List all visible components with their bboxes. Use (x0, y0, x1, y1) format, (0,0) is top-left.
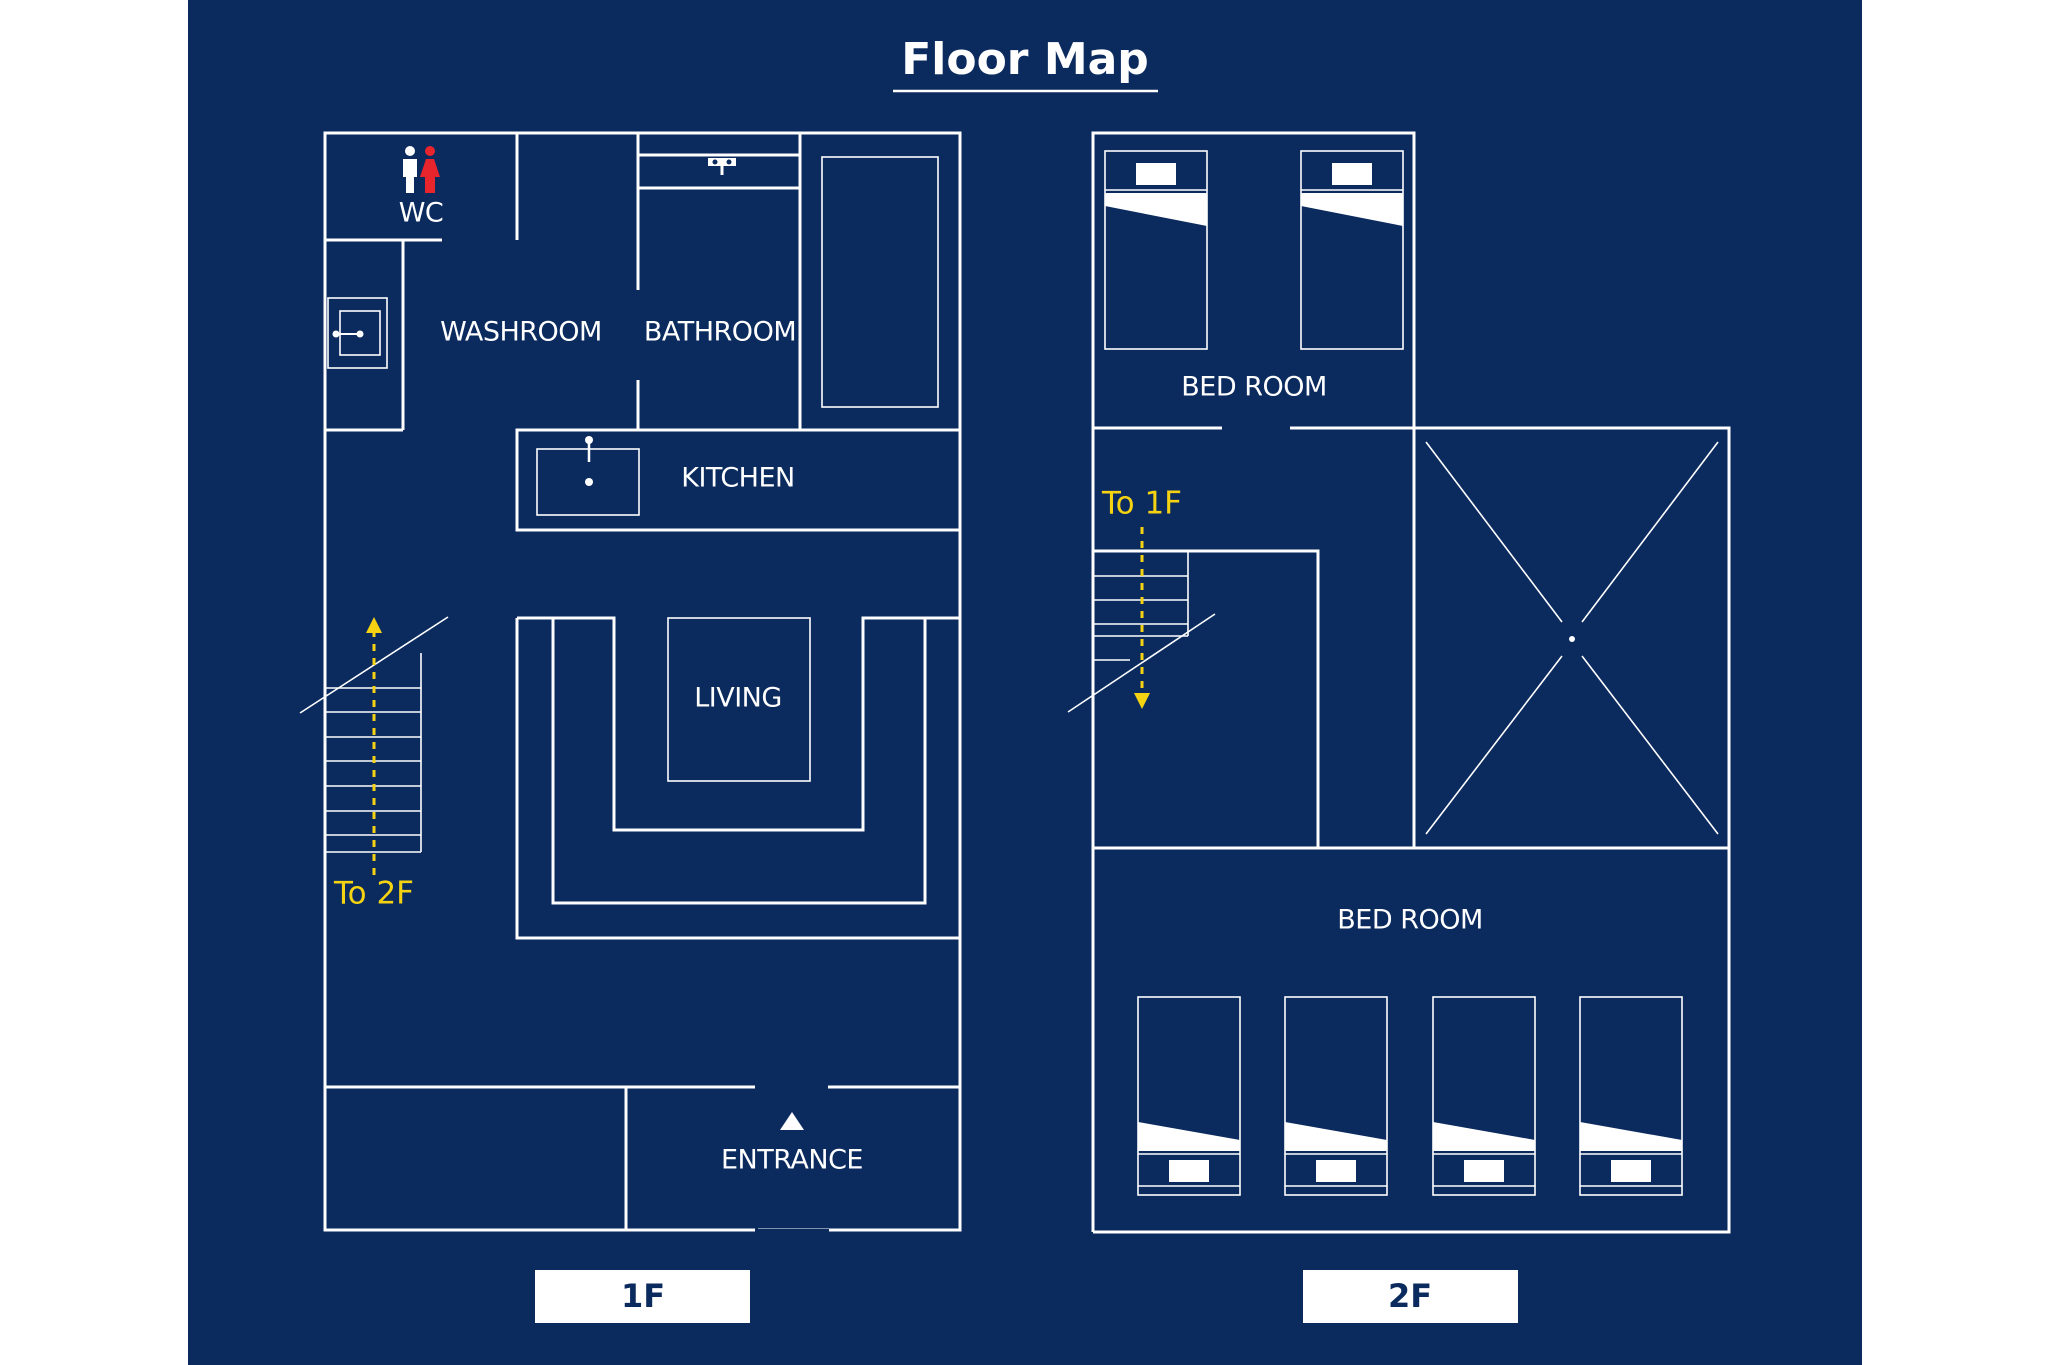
void-center (1569, 636, 1575, 642)
sofa-outer (515, 618, 960, 940)
bed-icon (1432, 996, 1536, 1196)
washroom-counter (327, 297, 388, 369)
bedroom-bottom-walls (1093, 846, 1731, 1234)
void-cross-3 (1425, 655, 1563, 835)
bedroom-top-label: BED ROOM (1181, 372, 1327, 403)
floor-1-label-box (535, 1270, 750, 1323)
sofa-mid (551, 618, 927, 905)
shower-faucet-icon (708, 158, 736, 175)
floor-1-label: 1F (621, 1277, 665, 1315)
bathtub (821, 156, 939, 408)
kitchen-counter (515, 428, 962, 532)
bed-icon (1284, 996, 1388, 1196)
floor-2-label-box (1303, 1270, 1518, 1323)
stairs-arrow-head-down (1134, 693, 1150, 709)
wc-label: WC (399, 198, 444, 229)
bed-icon (1104, 150, 1208, 350)
floor-2-plan: BED ROOM To 1F BED ROOM (1067, 131, 1731, 1323)
void-cross-4 (1581, 655, 1719, 835)
bedroom-bottom-label: BED ROOM (1337, 905, 1483, 936)
kitchen-label: KITCHEN (681, 463, 795, 494)
living-table (667, 617, 811, 782)
washroom-label: WASHROOM (440, 317, 602, 348)
sofa-inner (517, 616, 960, 832)
stairs-arrow-head-up (366, 617, 382, 633)
to-1f-label: To 1F (1101, 486, 1182, 522)
restroom-icon (403, 146, 440, 193)
bathroom-label: BATHROOM (644, 317, 796, 348)
floor-2-label: 2F (1388, 1277, 1432, 1315)
entrance-arrow-icon (780, 1112, 804, 1130)
bed-icon (1579, 996, 1683, 1196)
map-title: Floor Map (901, 34, 1149, 85)
bed-icon (1137, 996, 1241, 1196)
to-2f-label: To 2F (333, 876, 414, 912)
entrance-label: ENTRANCE (721, 1145, 863, 1176)
floor-1-plan: WC WASHROOM BATHROOM KITCHEN (299, 131, 962, 1323)
void-cross-1 (1425, 441, 1563, 623)
bedroom-top-walls (1091, 131, 1416, 428)
bed-icon (1300, 150, 1404, 350)
living-label: LIVING (694, 683, 782, 714)
void-cross-2 (1581, 441, 1719, 623)
